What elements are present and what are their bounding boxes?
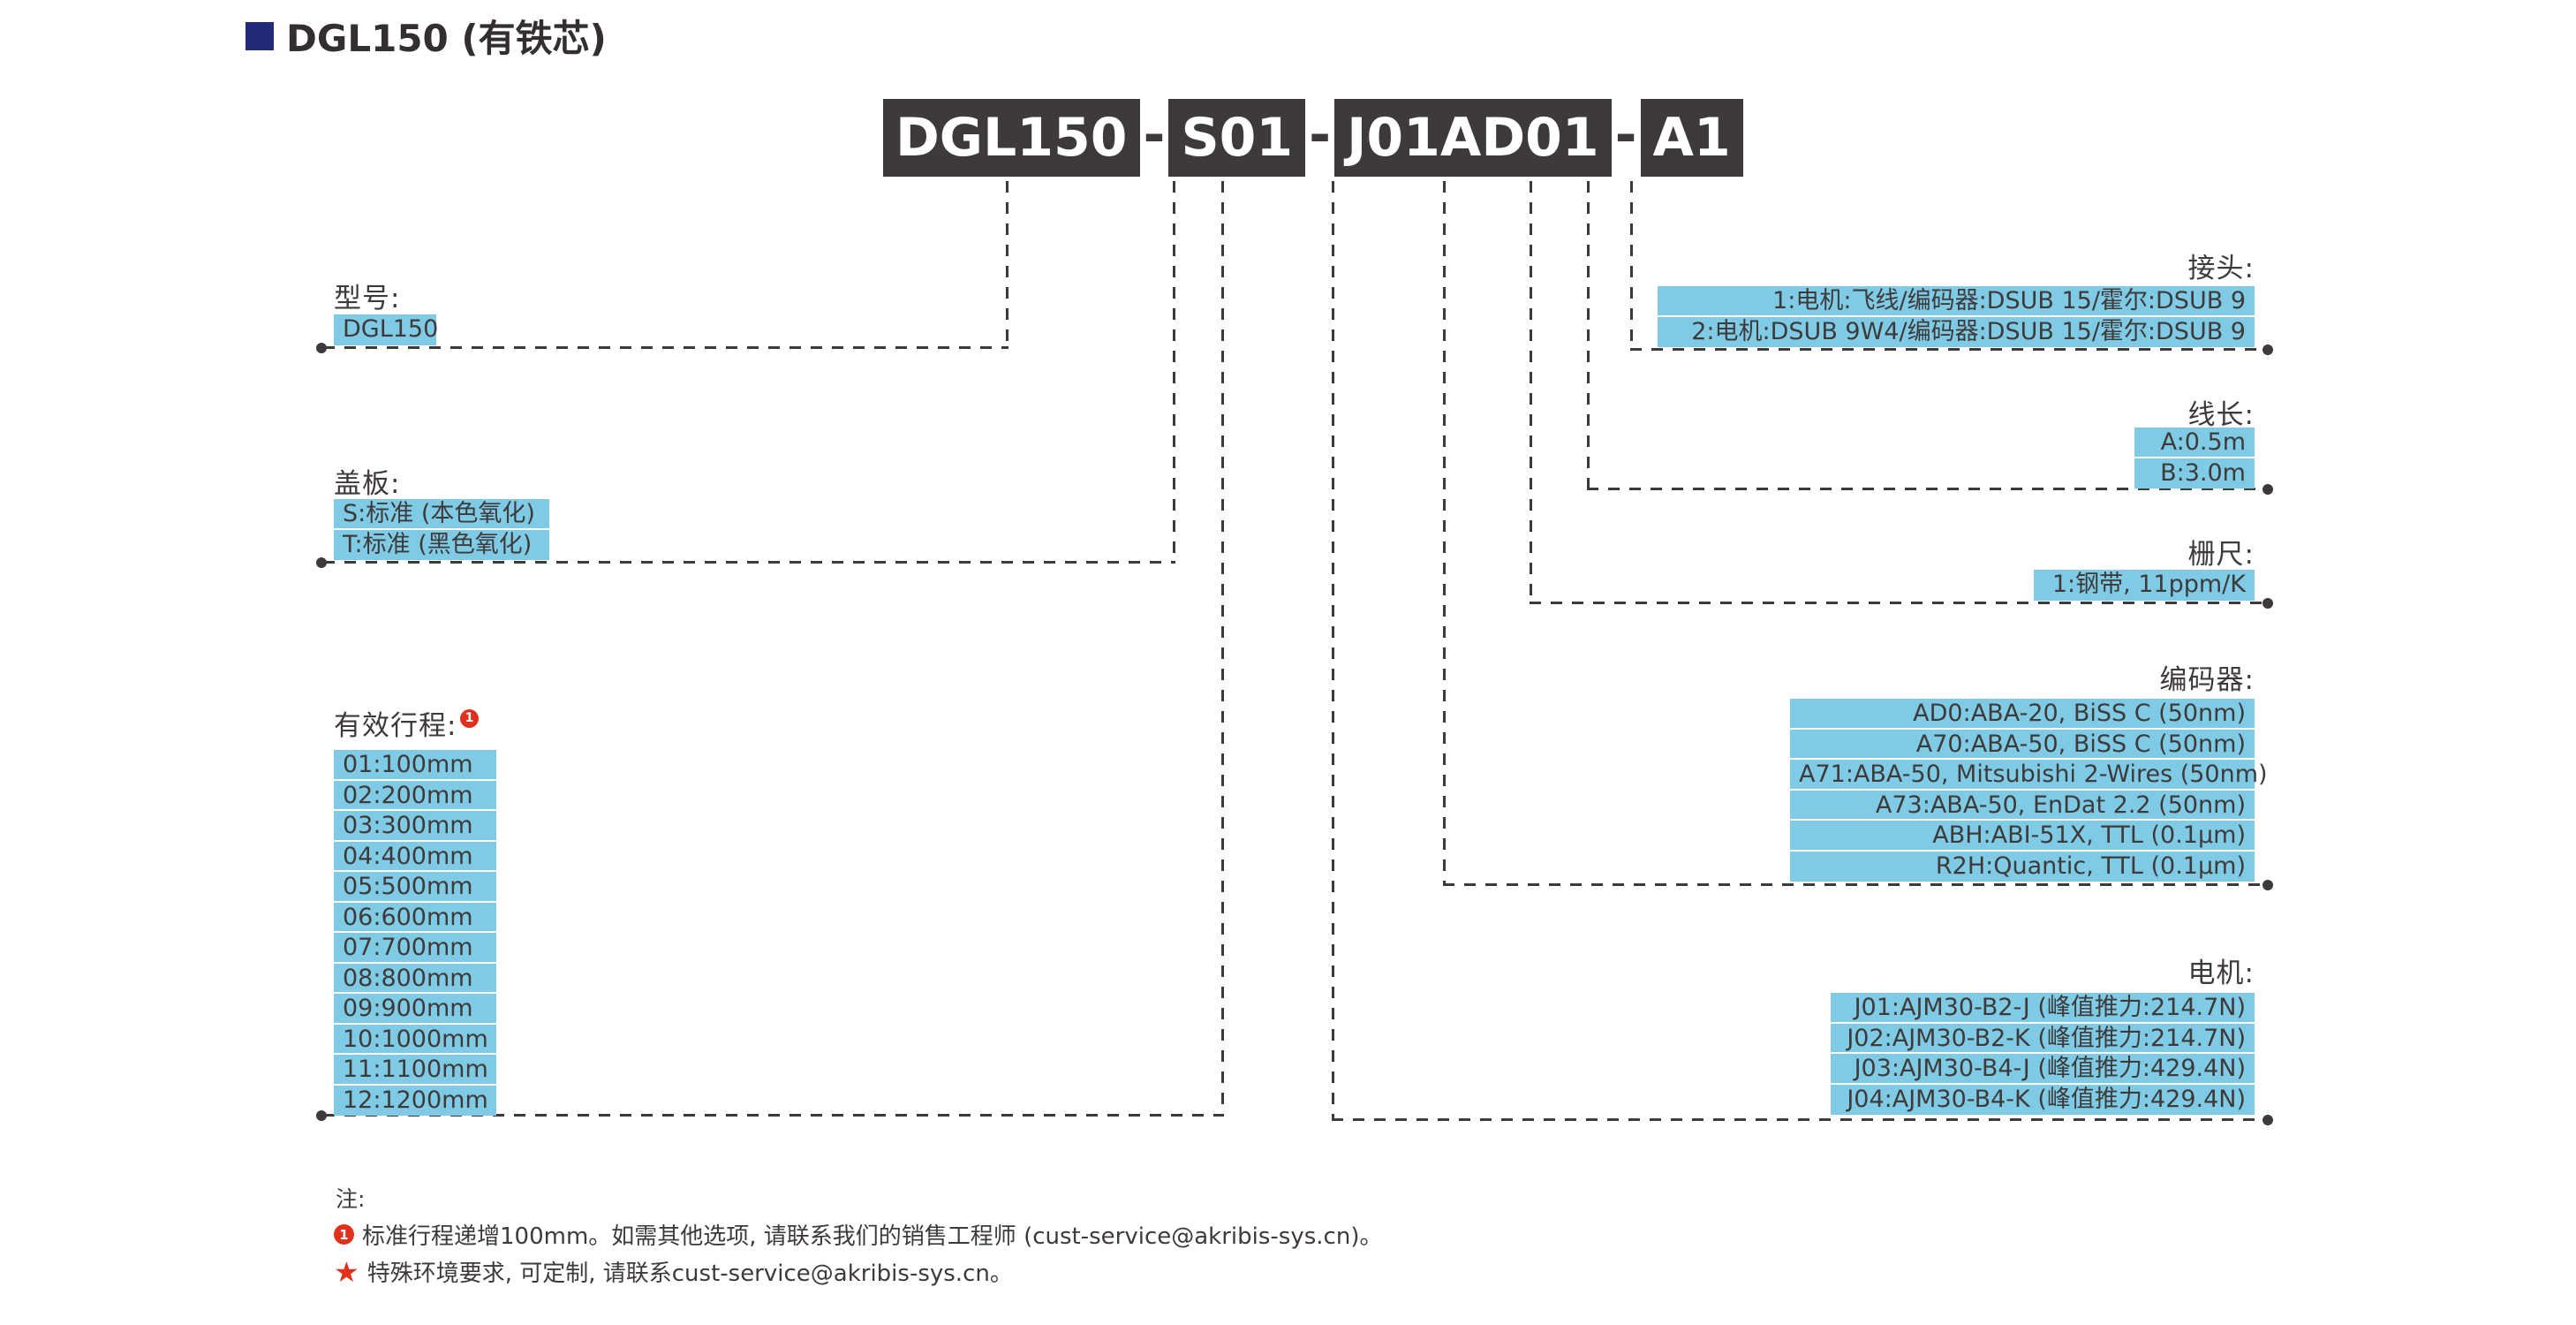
option-row-motor: J02:AJM30-B2-K (峰值推力:214.7N) — [1831, 1023, 2255, 1054]
cover-options: S:标准 (本色氧化) T:标准 (黑色氧化) — [334, 499, 549, 560]
cover-group-label: 盖板: — [334, 468, 401, 500]
note-text: 特殊环境要求, 可定制, 请联系cust-service@akribis-sys… — [366, 1261, 1013, 1287]
footnote-1-marker-icon: 1 — [460, 708, 480, 728]
part-number-separator: - — [1143, 104, 1166, 166]
leader-dot-model — [316, 343, 327, 353]
leader-line-encoder-vertical — [1443, 181, 1446, 883]
option-row-stroke: 05:500mm — [334, 872, 496, 903]
option-row-stroke: 04:400mm — [334, 841, 496, 872]
cable-length-group-label: 线长: — [2187, 399, 2255, 431]
part-number-segment-motor-encoder-scale: J01AD01 — [1334, 99, 1612, 177]
footnote-1-marker-icon: 1 — [334, 1224, 354, 1245]
leader-line-stroke-vertical — [1221, 181, 1224, 1114]
option-row-model: DGL150 — [334, 314, 438, 345]
option-row-stroke: 07:700mm — [334, 933, 496, 964]
notes-heading: 注: — [336, 1186, 366, 1212]
option-row-motor: J04:AJM30-B4-K (峰值推力:429.4N) — [1831, 1084, 2255, 1115]
leader-line-cover-horizontal — [323, 561, 1175, 564]
connector-group-label: 接头: — [2187, 253, 2255, 284]
title-bullet-square — [246, 22, 274, 50]
option-row-cover: S:标准 (本色氧化) — [334, 499, 549, 530]
leader-line-stroke-horizontal — [323, 1114, 1224, 1117]
leader-line-model-vertical — [1006, 181, 1008, 346]
model-options: DGL150 — [334, 314, 438, 345]
option-row-stroke: 12:1200mm — [334, 1085, 496, 1116]
option-row-stroke: 11:1100mm — [334, 1055, 496, 1086]
leader-dot-stroke — [316, 1110, 327, 1121]
option-row-motor: J03:AJM30-B4-J (峰值推力:429.4N) — [1831, 1054, 2255, 1085]
part-number-segment-cover-stroke: S01 — [1168, 99, 1306, 177]
leader-dot-cable — [2262, 484, 2273, 495]
note-text: 标准行程递增100mm。如需其他选项, 请联系我们的销售工程师 (cust-se… — [362, 1223, 1383, 1250]
motor-group-label: 电机: — [2187, 958, 2255, 989]
leader-line-motor-vertical — [1332, 181, 1334, 1118]
stroke-group-label: 有效行程:1 — [334, 703, 480, 743]
option-row-stroke: 01:100mm — [334, 750, 496, 781]
leader-line-scale-vertical — [1530, 181, 1532, 602]
leader-dot-connector — [2262, 344, 2273, 355]
cable-length-options: A:0.5m B:3.0m — [2134, 428, 2255, 488]
option-row-scale: 1:钢带, 11ppm/K — [2034, 570, 2255, 601]
encoder-group-label: 编码器: — [2159, 664, 2255, 696]
part-number-separator: - — [1614, 104, 1637, 166]
option-row-cable-length: A:0.5m — [2134, 428, 2255, 458]
leader-line-cable-horizontal — [1587, 488, 2266, 490]
note-row-special-environment: ★ 特殊环境要求, 可定制, 请联系cust-service@akribis-s… — [334, 1255, 1013, 1288]
option-row-encoder: R2H:Quantic, TTL (0.1μm) — [1790, 851, 2255, 882]
leader-dot-encoder — [2262, 880, 2273, 890]
connector-options: 1:电机:飞线/编码器:DSUB 15/霍尔:DSUB 9 2:电机:DSUB … — [1658, 286, 2255, 347]
page-title: DGL150 (有铁芯) — [286, 17, 607, 60]
option-row-encoder: A73:ABA-50, EnDat 2.2 (50nm) — [1790, 790, 2255, 821]
stroke-options: 01:100mm 02:200mm 03:300mm 04:400mm 05:5… — [334, 750, 496, 1116]
motor-options: J01:AJM30-B2-J (峰值推力:214.7N) J02:AJM30-B… — [1831, 993, 2255, 1115]
option-row-stroke: 02:200mm — [334, 780, 496, 811]
part-number-segment-cable-connector: A1 — [1640, 99, 1743, 177]
option-row-encoder: A71:ABA-50, Mitsubishi 2-Wires (50nm) — [1790, 760, 2268, 791]
leader-line-cable-vertical — [1587, 181, 1590, 488]
part-number-bar: DGL150 - S01 - J01AD01 - A1 — [883, 99, 1743, 177]
leader-line-encoder-horizontal — [1443, 883, 2266, 886]
part-number-segment-model: DGL150 — [883, 99, 1140, 177]
leader-dot-cover — [316, 557, 327, 568]
option-row-stroke: 10:1000mm — [334, 1024, 496, 1055]
note-row-stroke-increment: 1 标准行程递增100mm。如需其他选项, 请联系我们的销售工程师 (cust-… — [334, 1218, 1382, 1251]
leader-line-model-horizontal — [323, 346, 1008, 349]
model-group-label: 型号: — [334, 283, 401, 314]
leader-line-motor-horizontal — [1332, 1118, 2266, 1121]
encoder-options: AD0:ABA-20, BiSS C (50nm) A70:ABA-50, Bi… — [1790, 699, 2268, 882]
leader-line-connector-vertical — [1630, 181, 1633, 348]
option-row-encoder: AD0:ABA-20, BiSS C (50nm) — [1790, 699, 2255, 730]
leader-dot-scale — [2262, 598, 2273, 609]
option-row-encoder: A70:ABA-50, BiSS C (50nm) — [1790, 729, 2255, 760]
option-row-encoder: ABH:ABI-51X, TTL (0.1μm) — [1790, 821, 2255, 852]
scale-options: 1:钢带, 11ppm/K — [2034, 570, 2255, 601]
option-row-motor: J01:AJM30-B2-J (峰值推力:214.7N) — [1831, 993, 2255, 1024]
option-row-connector: 1:电机:飞线/编码器:DSUB 15/霍尔:DSUB 9 — [1658, 286, 2255, 317]
part-number-separator: - — [1309, 104, 1332, 166]
leader-line-cover-vertical — [1173, 181, 1175, 561]
option-row-connector: 2:电机:DSUB 9W4/编码器:DSUB 15/霍尔:DSUB 9 — [1658, 316, 2255, 347]
option-row-stroke: 06:600mm — [334, 902, 496, 933]
option-row-stroke: 08:800mm — [334, 963, 496, 994]
stroke-group-label-text: 有效行程: — [334, 710, 457, 742]
option-row-stroke: 09:900mm — [334, 994, 496, 1025]
option-row-cover: T:标准 (黑色氧化) — [334, 529, 549, 560]
leader-line-connector-horizontal — [1630, 348, 2266, 351]
option-row-stroke: 03:300mm — [334, 811, 496, 842]
star-icon: ★ — [334, 1254, 359, 1289]
scale-group-label: 栅尺: — [2187, 539, 2255, 571]
leader-line-scale-horizontal — [1530, 602, 2266, 604]
leader-dot-motor — [2262, 1115, 2273, 1125]
option-row-cable-length: B:3.0m — [2134, 458, 2255, 488]
